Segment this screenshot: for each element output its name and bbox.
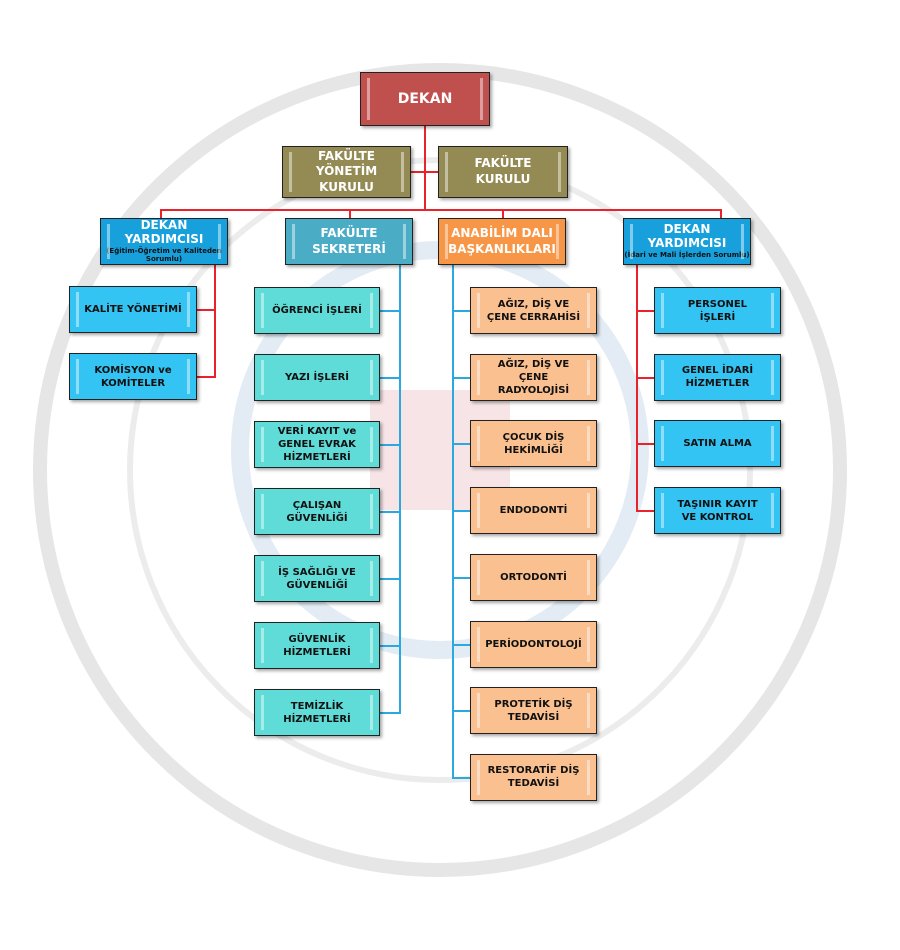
- connector-line: [380, 444, 399, 446]
- connector-line: [720, 209, 722, 218]
- departments-child-box: PROTETİK DİŞ TEDAVİSİ: [470, 687, 597, 735]
- child-label: PROTETİK DİŞ TEDAVİSİ: [494, 698, 573, 723]
- connector-line: [636, 310, 654, 312]
- connector-line: [380, 377, 399, 379]
- child-label: PERİODONTOLOJİ: [485, 638, 582, 650]
- label: ANABİLİM DALI: [451, 225, 553, 240]
- secretary-child-box: TEMİZLİK HİZMETLERİ: [254, 689, 380, 736]
- departments-child-box: RESTORATİF DİŞ TEDAVİSİ: [470, 753, 597, 801]
- departments-child-box: AĞIZ, DİŞ VE ÇENE RADYOLOJİSİ: [470, 353, 597, 401]
- deputy2-child-box: GENEL İDARİ HİZMETLER: [654, 353, 781, 401]
- label: DEKAN: [663, 222, 711, 237]
- dekan-label: DEKAN: [397, 90, 453, 107]
- connector-line: [452, 310, 470, 312]
- deputy1-child-box: KOMİSYON ve KOMİTELER: [69, 353, 197, 400]
- child-label: İŞ SAĞLIĞI VE GÜVENLİĞİ: [278, 566, 356, 591]
- child-label: ÇOCUK DİŞ HEKİMLİĞİ: [502, 431, 565, 456]
- departments-child-box: ENDODONTİ: [470, 487, 597, 535]
- child-label: ÖĞRENCİ İŞLERİ: [272, 305, 362, 316]
- connector-line: [636, 443, 654, 446]
- connector-line: [380, 310, 399, 312]
- label: DEKAN: [140, 217, 188, 232]
- child-label: TEMİZLİK HİZMETLERİ: [283, 700, 351, 725]
- label: KURULU: [475, 172, 531, 186]
- connector-line: [452, 576, 470, 579]
- child-label: GÜVENLİK HİZMETLERİ: [283, 633, 351, 658]
- child-label: PERSONEL İŞLERİ: [687, 298, 748, 323]
- connector-line: [349, 209, 351, 218]
- connector-line: [214, 265, 216, 378]
- child-label: KALİTE YÖNETİMİ: [84, 304, 182, 315]
- connector-line: [399, 265, 401, 714]
- child-label: AĞIZ, DİŞ VE ÇENE CERRAHİSİ: [486, 298, 581, 323]
- deputy2-child-box: TAŞINIR KAYIT VE KONTROL: [654, 487, 781, 535]
- label: BAŞKANLIKLARI: [448, 241, 556, 256]
- connector-line: [452, 643, 470, 646]
- label: FAKÜLTE: [320, 225, 378, 240]
- connector-line: [452, 265, 454, 779]
- connector-line: [636, 510, 654, 513]
- connector-line: [452, 510, 470, 513]
- departments-child-box: ORTODONTİ: [470, 553, 597, 601]
- label: YARDIMCISI: [124, 231, 204, 246]
- secretary-child-box: YAZI İŞLERİ: [254, 354, 380, 401]
- departments-child-box: AĞIZ, DİŞ VE ÇENE CERRAHİSİ: [470, 287, 597, 334]
- child-label: TAŞINIR KAYIT VE KONTROL: [677, 498, 758, 523]
- connector-line: [452, 710, 470, 713]
- connector-line: [197, 376, 214, 378]
- connector-line: [636, 265, 638, 513]
- subtitle: (İdari ve Mali İşlerden Sorumlu): [624, 250, 750, 259]
- child-label: KOMİSYON ve KOMİTELER: [94, 364, 172, 389]
- child-label: SATIN ALMA: [683, 438, 752, 450]
- connector-line: [160, 209, 162, 218]
- dekan-box: DEKAN: [360, 72, 490, 126]
- child-label: YAZI İŞLERİ: [284, 372, 350, 383]
- connector-line: [380, 511, 399, 513]
- connector-line: [197, 309, 214, 311]
- connector-line: [502, 209, 504, 218]
- secretary-child-box: VERİ KAYIT ve GENEL EVRAK HİZMETLERİ: [254, 421, 380, 468]
- label: YARDIMCISI: [647, 236, 727, 251]
- label: FAKÜLTE: [474, 156, 532, 171]
- child-label: VERİ KAYIT ve GENEL EVRAK HİZMETLERİ: [277, 426, 357, 463]
- subtitle: (Eğitim-Öğretim ve Kaliteden Sorumlu): [106, 246, 222, 264]
- label: SEKRETERİ: [312, 241, 386, 256]
- child-label: GENEL İDARİ HİZMETLER: [681, 365, 754, 390]
- child-label: ÇALIŞAN GÜVENLİĞİ: [286, 499, 348, 524]
- connector-line: [411, 171, 438, 173]
- deputy2-child-box: PERSONEL İŞLERİ: [654, 287, 781, 334]
- secretary-child-box: ÖĞRENCİ İŞLERİ: [254, 287, 380, 334]
- secretary-child-box: GÜVENLİK HİZMETLERİ: [254, 622, 380, 669]
- departments-child-box: PERİODONTOLOJİ: [470, 620, 597, 668]
- connector-line: [424, 126, 426, 210]
- secretary-child-box: ÇALIŞAN GÜVENLİĞİ: [254, 488, 380, 535]
- child-label: RESTORATİF DİŞ TEDAVİSİ: [487, 765, 580, 790]
- label: KURULU: [319, 179, 374, 194]
- child-label: AĞIZ, DİŞ VE ÇENE RADYOLOJİSİ: [497, 358, 570, 396]
- label: FAKÜLTE: [318, 148, 375, 163]
- departments-child-box: ÇOCUK DİŞ HEKİMLİĞİ: [470, 420, 597, 468]
- connector-line: [452, 776, 470, 779]
- child-label: ENDODONTİ: [499, 505, 568, 517]
- child-label: ORTODONTİ: [500, 571, 567, 583]
- connector-line: [380, 712, 399, 714]
- connector-line: [636, 376, 654, 379]
- connector-line: [160, 209, 721, 211]
- connector-line: [380, 645, 399, 647]
- connector-line: [380, 578, 399, 580]
- connector-line: [452, 443, 470, 446]
- connector-line: [452, 376, 470, 379]
- deputy2-child-box: SATIN ALMA: [654, 420, 781, 468]
- label: YÖNETİM: [315, 164, 378, 179]
- secretary-child-box: İŞ SAĞLIĞI VE GÜVENLİĞİ: [254, 555, 380, 602]
- deputy1-child-box: KALİTE YÖNETİMİ: [69, 286, 197, 333]
